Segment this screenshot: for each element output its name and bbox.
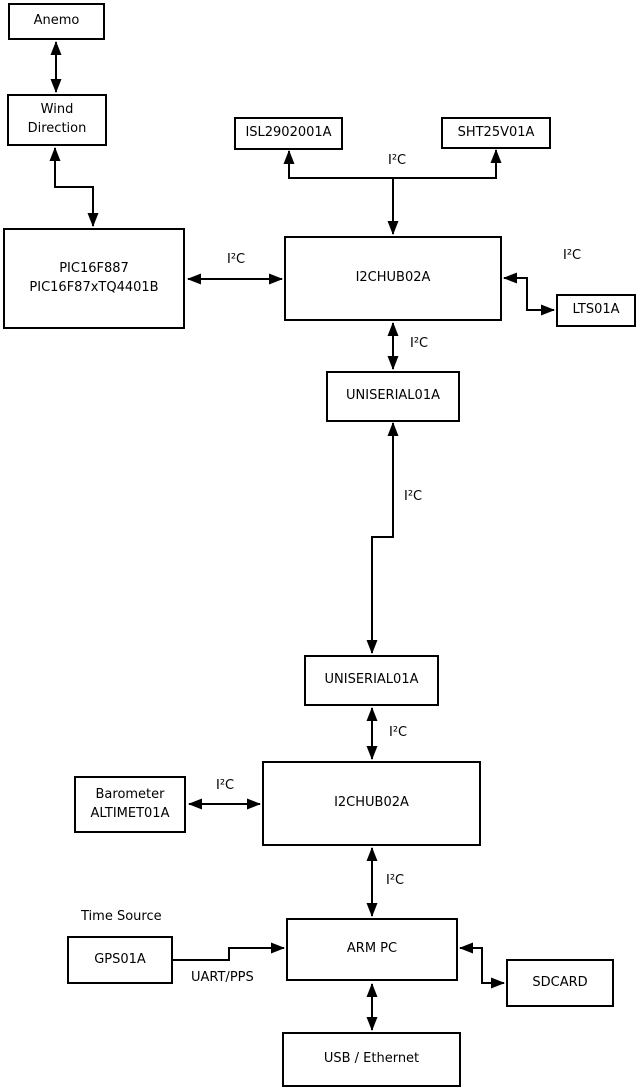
label-i2c-barometer: I²C xyxy=(216,778,235,793)
edge-winddirection-pic xyxy=(49,147,99,227)
edge-i2chubtop-lts xyxy=(503,272,555,316)
node-anemo-label: Anemo xyxy=(33,13,80,29)
node-sht25v01a-label: SHT25V01A xyxy=(457,124,535,140)
node-barometer-altimet01a: Barometer ALTIMET01A xyxy=(74,776,186,833)
node-wind-direction: Wind Direction xyxy=(7,94,107,146)
node-sdcard: SDCARD xyxy=(506,959,614,1007)
label-uart-pps: UART/PPS xyxy=(191,970,254,985)
node-i2chub02a-bottom-label: I2CHUB02A xyxy=(334,795,409,811)
node-isl2902001a-label: ISL2902001A xyxy=(245,125,332,141)
label-time-source: Time Source xyxy=(81,909,162,924)
node-usb-ethernet-label: USB / Ethernet xyxy=(323,1051,420,1067)
node-anemo: Anemo xyxy=(8,3,105,40)
node-pic16f887: PIC16F887 PIC16F87xTQ4401B xyxy=(3,228,185,329)
node-uniserial01a-top-label: UNISERIAL01A xyxy=(346,388,440,404)
node-barometer-altimet01a-label: Barometer ALTIMET01A xyxy=(90,786,170,821)
node-i2chub02a-bottom: I2CHUB02A xyxy=(262,761,481,846)
node-arm-pc-label: ARM PC xyxy=(346,941,398,957)
node-usb-ethernet: USB / Ethernet xyxy=(282,1032,461,1087)
edge-gps-armpc xyxy=(173,942,285,961)
node-pic16f887-label: PIC16F887 PIC16F87xTQ4401B xyxy=(29,260,159,295)
node-uniserial01a-bottom-label: UNISERIAL01A xyxy=(324,672,419,688)
label-i2c-uniserial-hub2: I²C xyxy=(389,725,408,740)
node-uniserial01a-top: UNISERIAL01A xyxy=(326,371,460,422)
node-i2chub02a-top-label: I2CHUB02A xyxy=(355,270,431,286)
label-i2c-lts: I²C xyxy=(563,248,582,263)
node-gps01a: GPS01A xyxy=(67,936,173,984)
node-arm-pc: ARM PC xyxy=(286,918,458,981)
node-wind-direction-label: Wind Direction xyxy=(27,102,87,136)
edge-uniserialtop-uniserialbottom xyxy=(366,422,399,654)
node-uniserial01a-bottom: UNISERIAL01A xyxy=(304,655,439,706)
node-sdcard-label: SDCARD xyxy=(532,974,588,990)
label-i2c-sensors: I²C xyxy=(388,153,407,168)
node-lts01a-label: LTS01A xyxy=(572,302,620,318)
label-i2c-hub2-arm: I²C xyxy=(386,873,405,888)
node-isl2902001a: ISL2902001A xyxy=(234,117,343,150)
node-i2chub02a-top: I2CHUB02A xyxy=(284,236,502,321)
label-i2c-pic-hub: I²C xyxy=(227,252,246,267)
edge-armpc-sdcard xyxy=(459,942,505,989)
node-lts01a: LTS01A xyxy=(556,294,636,327)
node-gps01a-label: GPS01A xyxy=(94,951,146,967)
label-i2c-hub-uniserial: I²C xyxy=(410,336,429,351)
label-i2c-uniserial-link: I²C xyxy=(404,489,423,504)
node-sht25v01a: SHT25V01A xyxy=(441,117,551,149)
